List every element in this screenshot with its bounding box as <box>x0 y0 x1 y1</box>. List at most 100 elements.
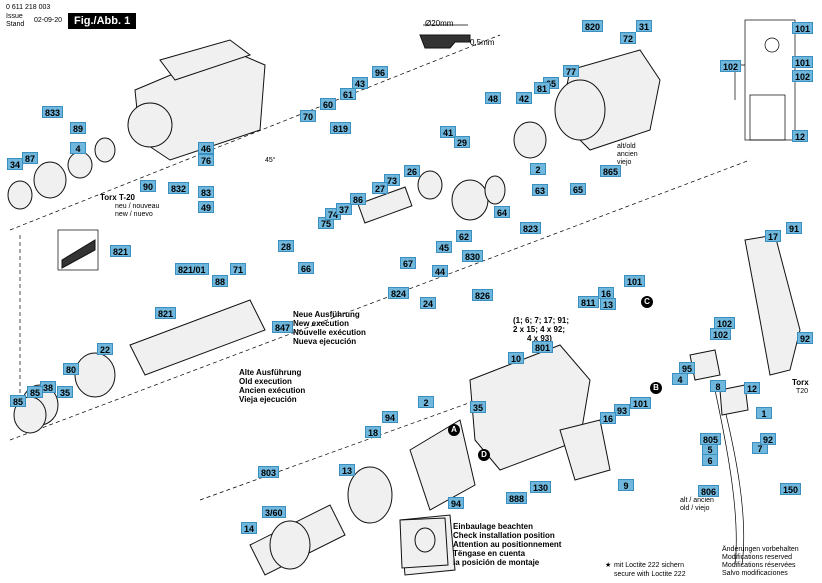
callout-801[interactable]: 801 <box>532 341 554 353</box>
callout-806[interactable]: 806 <box>698 485 720 497</box>
callout-22[interactable]: 22 <box>97 343 114 355</box>
callout-102d[interactable]: 102 <box>710 328 732 340</box>
callout-12a[interactable]: 12 <box>792 130 809 142</box>
callout-101c[interactable]: 101 <box>624 275 646 287</box>
callout-71[interactable]: 71 <box>230 263 247 275</box>
callout-83[interactable]: 83 <box>198 186 215 198</box>
callout-46[interactable]: 46 <box>198 142 215 154</box>
callout-66[interactable]: 66 <box>298 262 315 274</box>
callout-888[interactable]: 888 <box>506 492 528 504</box>
callout-43[interactable]: 43 <box>352 77 369 89</box>
callout-94b[interactable]: 94 <box>448 497 465 509</box>
callout-13a[interactable]: 13 <box>600 298 617 310</box>
callout-93[interactable]: 93 <box>614 404 631 416</box>
callout-18[interactable]: 18 <box>365 426 382 438</box>
callout-821b[interactable]: 821 <box>155 307 177 319</box>
callout-80[interactable]: 80 <box>63 363 80 375</box>
callout-6[interactable]: 6 <box>702 454 718 466</box>
callout-72[interactable]: 72 <box>620 32 637 44</box>
mods-4: Salvo modificaciones <box>722 570 788 577</box>
callout-90[interactable]: 90 <box>140 180 157 192</box>
callout-81[interactable]: 81 <box>534 82 551 94</box>
callout-77[interactable]: 77 <box>563 65 580 77</box>
callout-35b[interactable]: 35 <box>470 401 487 413</box>
alt-old-2b: old / viejo <box>680 505 710 512</box>
callout-1[interactable]: 1 <box>756 407 772 419</box>
callout-830[interactable]: 830 <box>462 250 484 262</box>
callout-87[interactable]: 87 <box>22 152 39 164</box>
callout-823[interactable]: 823 <box>520 222 542 234</box>
callout-27[interactable]: 27 <box>372 182 389 194</box>
callout-8[interactable]: 8 <box>710 380 726 392</box>
callout-150[interactable]: 150 <box>780 483 802 495</box>
callout-824[interactable]: 824 <box>388 287 410 299</box>
callout-832[interactable]: 832 <box>168 182 190 194</box>
callout-60[interactable]: 60 <box>320 98 337 110</box>
callout-89[interactable]: 89 <box>70 122 87 134</box>
callout-826[interactable]: 826 <box>472 289 494 301</box>
callout-10[interactable]: 10 <box>508 352 525 364</box>
callout-85b[interactable]: 85 <box>10 395 27 407</box>
gear-housing <box>127 39 266 161</box>
callout-94a[interactable]: 94 <box>382 411 399 423</box>
callout-42[interactable]: 42 <box>516 92 533 104</box>
callout-88[interactable]: 88 <box>212 275 229 287</box>
callout-2[interactable]: 2 <box>530 163 546 175</box>
callout-12b[interactable]: 12 <box>744 382 761 394</box>
callout-811[interactable]: 811 <box>578 296 599 308</box>
callout-805[interactable]: 805 <box>700 433 722 445</box>
callout-865[interactable]: 865 <box>600 165 622 177</box>
callout-101a[interactable]: 101 <box>792 22 814 34</box>
callout-130[interactable]: 130 <box>530 481 552 493</box>
callout-17[interactable]: 17 <box>765 230 782 242</box>
callout-102a[interactable]: 102 <box>720 60 742 72</box>
callout-91[interactable]: 91 <box>786 222 803 234</box>
callout-24[interactable]: 24 <box>420 297 437 309</box>
callout-70[interactable]: 70 <box>300 110 317 122</box>
callout-85a[interactable]: 85 <box>27 386 44 398</box>
callout-26[interactable]: 26 <box>404 165 421 177</box>
callout-29[interactable]: 29 <box>454 136 471 148</box>
callout-101b[interactable]: 101 <box>792 56 814 68</box>
callout-35a[interactable]: 35 <box>57 386 74 398</box>
callout-65b[interactable]: 65 <box>570 183 587 195</box>
old-exec-4: Vieja ejecución <box>239 395 297 404</box>
callout-3-60[interactable]: 3/60 <box>262 506 286 518</box>
callout-4[interactable]: 4 <box>70 142 86 154</box>
callout-62[interactable]: 62 <box>456 230 473 242</box>
callout-9[interactable]: 9 <box>618 479 634 491</box>
callout-820[interactable]: 820 <box>582 20 604 32</box>
callout-28[interactable]: 28 <box>278 240 295 252</box>
install-1: Einbaulage beachten <box>453 522 534 531</box>
callout-86[interactable]: 86 <box>350 193 367 205</box>
callout-833[interactable]: 833 <box>42 106 64 118</box>
callout-67[interactable]: 67 <box>400 257 417 269</box>
callout-16b[interactable]: 16 <box>600 412 617 424</box>
callout-102b[interactable]: 102 <box>792 70 814 82</box>
callout-13b[interactable]: 13 <box>339 464 356 476</box>
callout-4b[interactable]: 4 <box>672 373 688 385</box>
callout-96[interactable]: 96 <box>372 66 389 78</box>
callout-37[interactable]: 37 <box>336 203 353 215</box>
callout-92b[interactable]: 92 <box>760 433 777 445</box>
callout-14[interactable]: 14 <box>241 522 258 534</box>
callout-2b[interactable]: 2 <box>418 396 434 408</box>
callout-31[interactable]: 31 <box>636 20 653 32</box>
callout-63[interactable]: 63 <box>532 184 549 196</box>
callout-92a[interactable]: 92 <box>797 332 814 344</box>
callout-101d[interactable]: 101 <box>630 397 652 409</box>
callout-48[interactable]: 48 <box>485 92 502 104</box>
callout-44[interactable]: 44 <box>432 265 449 277</box>
callout-821a[interactable]: 821 <box>110 245 132 257</box>
callout-821-01[interactable]: 821/01 <box>175 263 209 275</box>
callout-41[interactable]: 41 <box>440 126 457 138</box>
callout-34[interactable]: 34 <box>7 158 24 170</box>
callout-49[interactable]: 49 <box>198 201 215 213</box>
callout-803[interactable]: 803 <box>258 466 280 478</box>
callout-45[interactable]: 45 <box>436 241 453 253</box>
callout-847[interactable]: 847 <box>272 321 294 333</box>
callout-61[interactable]: 61 <box>340 88 357 100</box>
callout-819[interactable]: 819 <box>330 122 352 134</box>
callout-76[interactable]: 76 <box>198 154 215 166</box>
callout-64[interactable]: 64 <box>494 206 511 218</box>
